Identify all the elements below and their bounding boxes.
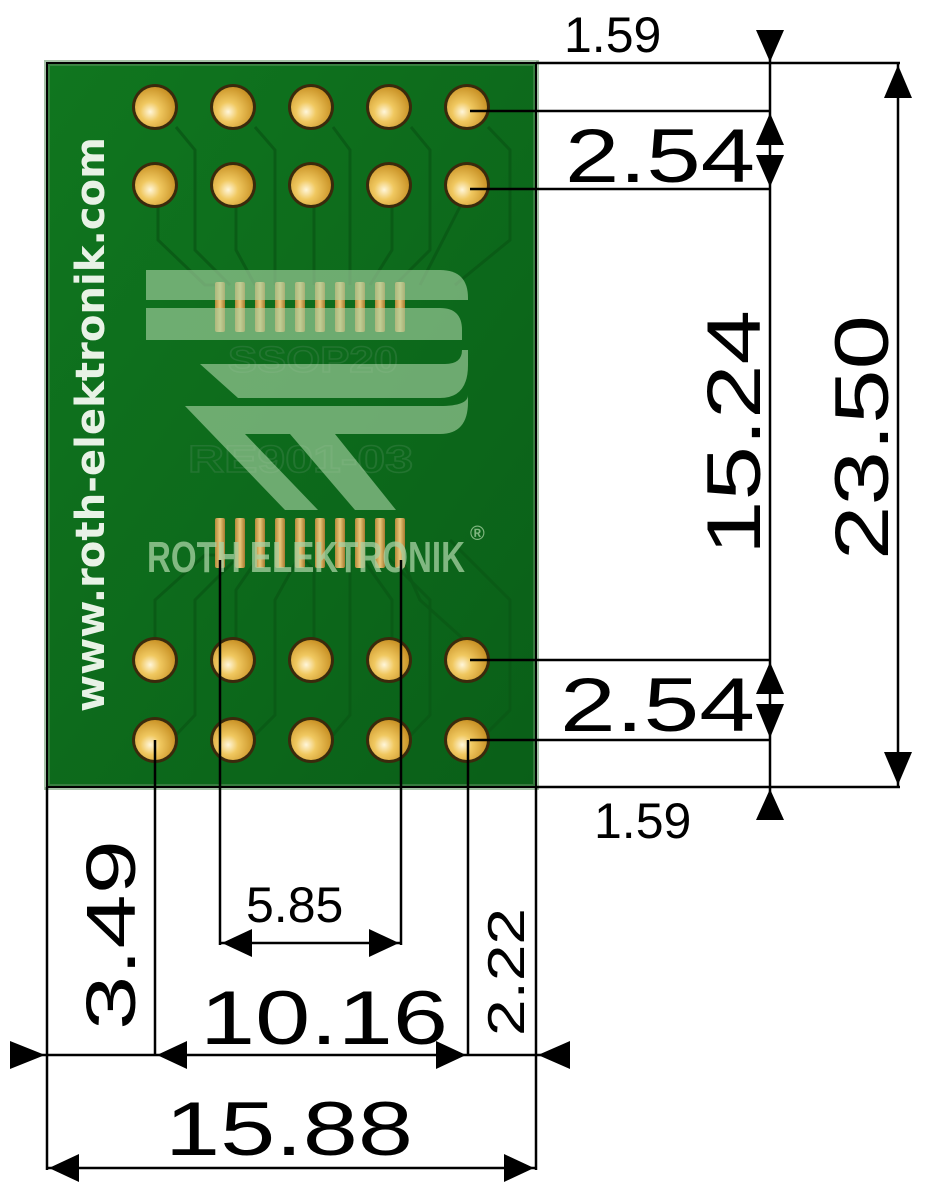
smd-pad — [295, 518, 305, 568]
smd-pad — [335, 518, 345, 568]
through-hole-pads — [132, 84, 490, 763]
through-hole-pad — [366, 162, 412, 208]
through-hole-pad — [210, 637, 256, 683]
smd-pad — [375, 518, 385, 568]
through-hole-pad — [288, 717, 334, 763]
dim-pin-column-span: 10.16 — [200, 976, 448, 1061]
through-hole-pad — [132, 84, 178, 130]
smd-pads-bottom — [215, 518, 405, 568]
through-hole-pad — [132, 637, 178, 683]
dim-total-height: 23.50 — [820, 315, 905, 560]
dim-pin-pitch-top: 2.54 — [565, 114, 755, 199]
website-silkscreen: www.roth-elektronik.com — [68, 137, 114, 712]
through-hole-pad — [288, 84, 334, 130]
dim-pin-pitch-bottom: 2.54 — [560, 663, 755, 748]
dim-smd-span: 5.85 — [246, 877, 343, 933]
through-hole-pad — [366, 637, 412, 683]
dimension-lines — [10, 30, 912, 1182]
dim-left-edge-to-pin: 3.49 — [72, 840, 150, 1030]
dim-total-width: 15.88 — [165, 1087, 413, 1172]
smd-pad — [395, 518, 405, 568]
through-hole-pad — [444, 637, 490, 683]
through-hole-pad — [132, 162, 178, 208]
brand-name: ROTH ELEKTRONIK — [147, 533, 465, 582]
through-hole-pad — [444, 84, 490, 130]
smd-pad — [215, 518, 225, 568]
through-hole-pad — [444, 162, 490, 208]
through-hole-pad — [210, 162, 256, 208]
dimension-labels: 1.59 2.54 15.24 23.50 2.54 1.59 3.49 5.8… — [72, 7, 905, 1172]
smd-pad — [255, 518, 265, 568]
dim-bottom-edge-to-pin: 1.59 — [594, 793, 691, 849]
smd-pad — [235, 518, 245, 568]
dim-right-edge-to-pin: 2.22 — [478, 908, 536, 1036]
smd-pad — [315, 518, 325, 568]
pcb-board: www.roth-elektronik.com SSOP20 RE901-03 … — [44, 60, 539, 790]
through-hole-pad — [366, 84, 412, 130]
smd-pad — [275, 518, 285, 568]
dim-row-span: 15.24 — [692, 310, 777, 555]
through-hole-pad — [288, 162, 334, 208]
smd-pad — [355, 518, 365, 568]
through-hole-pad — [288, 637, 334, 683]
through-hole-pad — [210, 84, 256, 130]
through-hole-pad — [366, 717, 412, 763]
dim-top-edge-to-pin: 1.59 — [564, 7, 661, 63]
brand-logo — [146, 270, 468, 510]
through-hole-pad — [210, 717, 256, 763]
registered-mark: ® — [470, 523, 485, 545]
